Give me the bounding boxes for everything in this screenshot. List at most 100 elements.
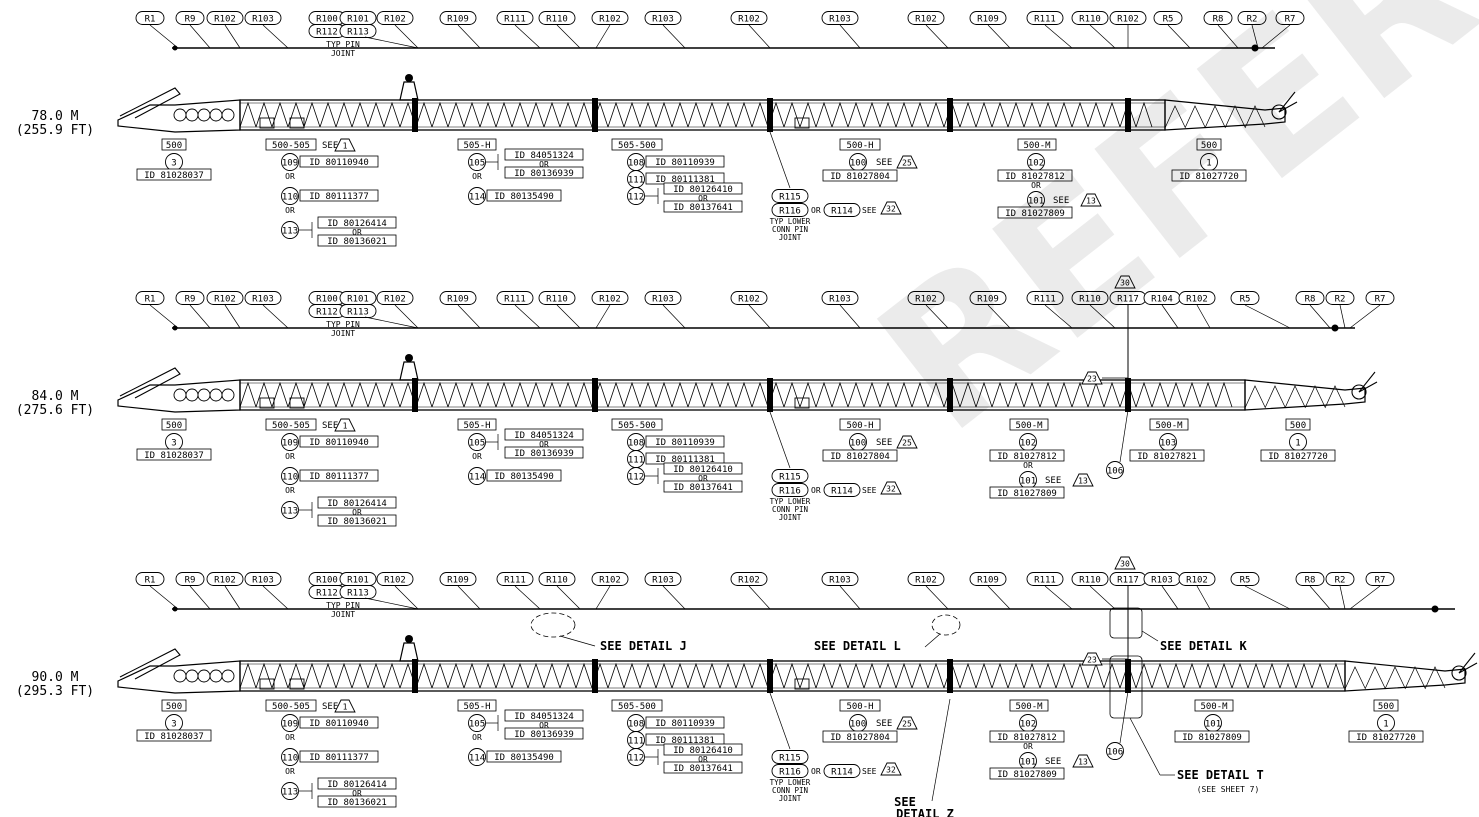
ref-leader — [1161, 304, 1179, 329]
ref-balloon — [1071, 572, 1109, 586]
id-label: ID 80136021 — [327, 798, 387, 808]
ref-leader — [224, 304, 241, 329]
ref-leader — [1167, 24, 1191, 49]
item-balloon — [281, 221, 299, 239]
sheave — [185, 669, 199, 683]
ref-balloon-label: R100 — [316, 294, 338, 304]
section-label: 500-H — [846, 141, 873, 151]
sheave — [197, 669, 211, 683]
section-box — [161, 138, 187, 151]
ref-leader — [987, 24, 1011, 49]
id-box — [299, 716, 379, 729]
boom-chord — [239, 99, 1166, 131]
boom-fitting — [259, 678, 275, 690]
item-balloon — [468, 187, 486, 205]
ref-balloon-label: R102 — [738, 294, 760, 304]
splice-joint — [947, 98, 953, 132]
id-box — [663, 480, 743, 493]
boom-lacing — [239, 381, 1233, 408]
ref-balloon-label: R103 — [829, 14, 851, 24]
detail-z-label: DETAIL Z — [896, 807, 954, 817]
ref-leader — [514, 585, 541, 610]
pin-note: TYP PIN — [326, 320, 360, 329]
ref-balloon-label: R111 — [504, 294, 526, 304]
id-box — [989, 767, 1065, 780]
ref-balloon-label: R111 — [1034, 294, 1056, 304]
see-text: SEE — [876, 438, 892, 448]
id-label: ID 80111381 — [655, 175, 715, 185]
ref-balloon-label: R113 — [347, 307, 369, 317]
id-label: ID 81027812 — [1005, 172, 1065, 182]
detail-leader — [931, 698, 951, 802]
or-text: OR — [539, 440, 549, 449]
splice-joint — [947, 378, 953, 412]
item-balloon-label: 106 — [1107, 747, 1123, 757]
ref-balloon — [339, 585, 377, 599]
or-text: OR — [1023, 461, 1033, 470]
section-box — [265, 699, 317, 712]
ref-leader — [394, 24, 419, 49]
ref-leader — [769, 411, 791, 469]
tip-sheave — [1451, 665, 1467, 681]
sheave — [221, 388, 235, 402]
see-triangle — [896, 155, 918, 169]
sheave — [173, 108, 187, 122]
id-label: ID 84051324 — [514, 712, 574, 722]
pendant-end — [172, 606, 178, 612]
ref-balloon-label: R101 — [347, 294, 369, 304]
id-box — [317, 234, 397, 247]
ref-leader — [748, 585, 771, 610]
id-label: ID 80137641 — [673, 764, 733, 774]
ref-balloon — [439, 291, 477, 305]
splice-joint — [767, 378, 773, 412]
ref-leader — [769, 692, 791, 750]
detail-leader — [1129, 717, 1161, 776]
ref-balloon-label: R110 — [1079, 14, 1101, 24]
ref-balloon-label: R103 — [252, 575, 274, 585]
id-label: ID 81027809 — [1005, 209, 1065, 219]
ref-balloon — [538, 291, 576, 305]
boom-length-ft: (255.9 FT) — [16, 123, 94, 138]
ref-balloon — [439, 572, 477, 586]
ref-leader — [925, 585, 949, 610]
id-box — [299, 155, 379, 168]
sheave — [173, 669, 187, 683]
sheave — [221, 108, 235, 122]
ref-balloon — [244, 572, 282, 586]
ref-balloon — [175, 291, 205, 305]
id-label: ID 80135490 — [494, 753, 554, 763]
splice-joint — [592, 98, 598, 132]
see-triangle-label: 25 — [902, 720, 912, 729]
detail-l-marker — [931, 614, 961, 636]
or-text: OR — [1031, 181, 1041, 190]
item-balloon — [468, 153, 486, 171]
id-label: ID 81027720 — [1179, 172, 1239, 182]
id-label: ID 81027812 — [997, 452, 1057, 462]
id-box — [1171, 169, 1247, 182]
ref-balloon-label: R102 — [915, 294, 937, 304]
section-box — [1373, 699, 1399, 712]
ref-balloon — [771, 764, 809, 778]
ref-balloon-label: R9 — [185, 575, 196, 585]
item-balloon-label: 103 — [1160, 438, 1176, 448]
section-box — [161, 699, 187, 712]
ref-balloon — [175, 572, 205, 586]
item-balloon — [281, 501, 299, 519]
section-label: 505-H — [463, 141, 490, 151]
ref-balloon-label: R103 — [652, 294, 674, 304]
ref-balloon — [823, 483, 861, 497]
ref-balloon — [206, 572, 244, 586]
ref-balloon-label: R110 — [1079, 575, 1101, 585]
ref-balloon — [1325, 572, 1355, 586]
or-text: OR — [285, 486, 295, 495]
detail-k-marker — [1109, 607, 1143, 639]
ref-balloon — [1178, 572, 1216, 586]
id-label: ID 80126414 — [327, 219, 387, 229]
section-label: 500-M — [1015, 702, 1043, 712]
pendant-end — [172, 45, 178, 51]
see-text: SEE — [322, 421, 338, 431]
ref-balloon-label: R109 — [977, 575, 999, 585]
ref-balloon-label: R117 — [1117, 575, 1139, 585]
ref-balloon-label: R102 — [599, 575, 621, 585]
ref-balloon-label: R117 — [1117, 294, 1139, 304]
